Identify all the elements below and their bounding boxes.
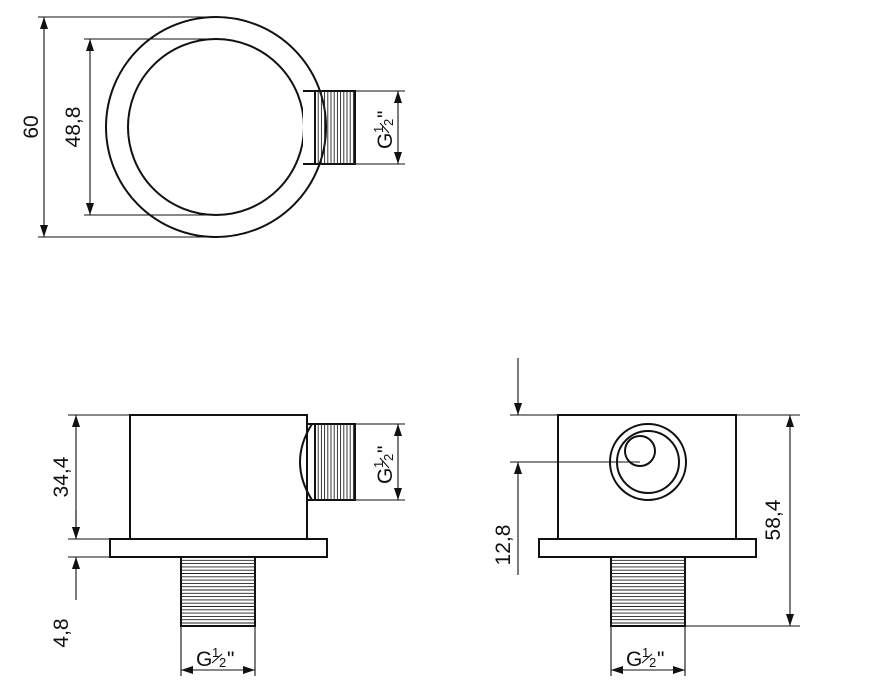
svg-text:2: 2 xyxy=(381,119,396,126)
top-outer-circle xyxy=(105,16,327,238)
thread-label-top: G 1 2 " xyxy=(371,111,397,149)
top-outlet-hatching xyxy=(317,91,354,164)
svg-text:1: 1 xyxy=(371,461,386,468)
front-bottom-thread xyxy=(180,556,256,627)
dim-label-4-8: 4,8 xyxy=(50,618,73,647)
top-outlet-thread xyxy=(314,90,356,165)
svg-text:1: 1 xyxy=(212,645,219,660)
dim-label-60: 60 xyxy=(20,115,43,138)
front-bottom-hatching xyxy=(181,559,255,624)
dim-label-48-8: 48,8 xyxy=(62,107,85,148)
side-outlet-bore xyxy=(624,435,656,467)
side-bottom-thread xyxy=(610,556,686,627)
side-body xyxy=(557,414,737,540)
svg-text:2: 2 xyxy=(381,454,396,461)
front-view: 34,4 4,8 G 1 2 " G 1 2 " xyxy=(50,414,405,676)
front-body xyxy=(129,414,308,540)
svg-text:G: G xyxy=(374,133,397,149)
dim-label-58-4: 58,4 xyxy=(762,499,785,540)
front-outlet-hatching xyxy=(317,424,354,500)
top-inner-circle xyxy=(127,38,305,216)
side-view: 12,8 58,4 G 1 2 " xyxy=(492,358,800,676)
side-bottom-hatching xyxy=(611,559,685,624)
svg-text:": " xyxy=(657,648,664,671)
top-outlet-stub xyxy=(303,91,315,164)
svg-text:": " xyxy=(227,648,234,671)
svg-text:": " xyxy=(374,446,397,453)
dim-label-12-8: 12,8 xyxy=(492,525,515,566)
svg-text:1: 1 xyxy=(642,645,649,660)
svg-text:G: G xyxy=(626,648,642,671)
svg-text:G: G xyxy=(196,648,212,671)
svg-text:": " xyxy=(374,111,397,118)
svg-text:1: 1 xyxy=(371,126,386,133)
thread-label-front-bottom: G 1 2 " xyxy=(196,645,234,671)
side-flange xyxy=(538,538,757,558)
dim-label-34-4: 34,4 xyxy=(50,456,73,497)
front-flange xyxy=(109,538,328,558)
top-view: 60 48,8 G 1 2 " xyxy=(20,16,405,238)
svg-text:2: 2 xyxy=(649,655,656,670)
thread-label-side-bottom: G 1 2 " xyxy=(626,645,664,671)
thread-label-front-side: G 1 2 " xyxy=(371,446,397,484)
svg-text:2: 2 xyxy=(219,655,226,670)
front-outlet-thread xyxy=(314,423,356,501)
svg-text:G: G xyxy=(374,468,397,484)
front-outlet-boss xyxy=(299,423,313,501)
